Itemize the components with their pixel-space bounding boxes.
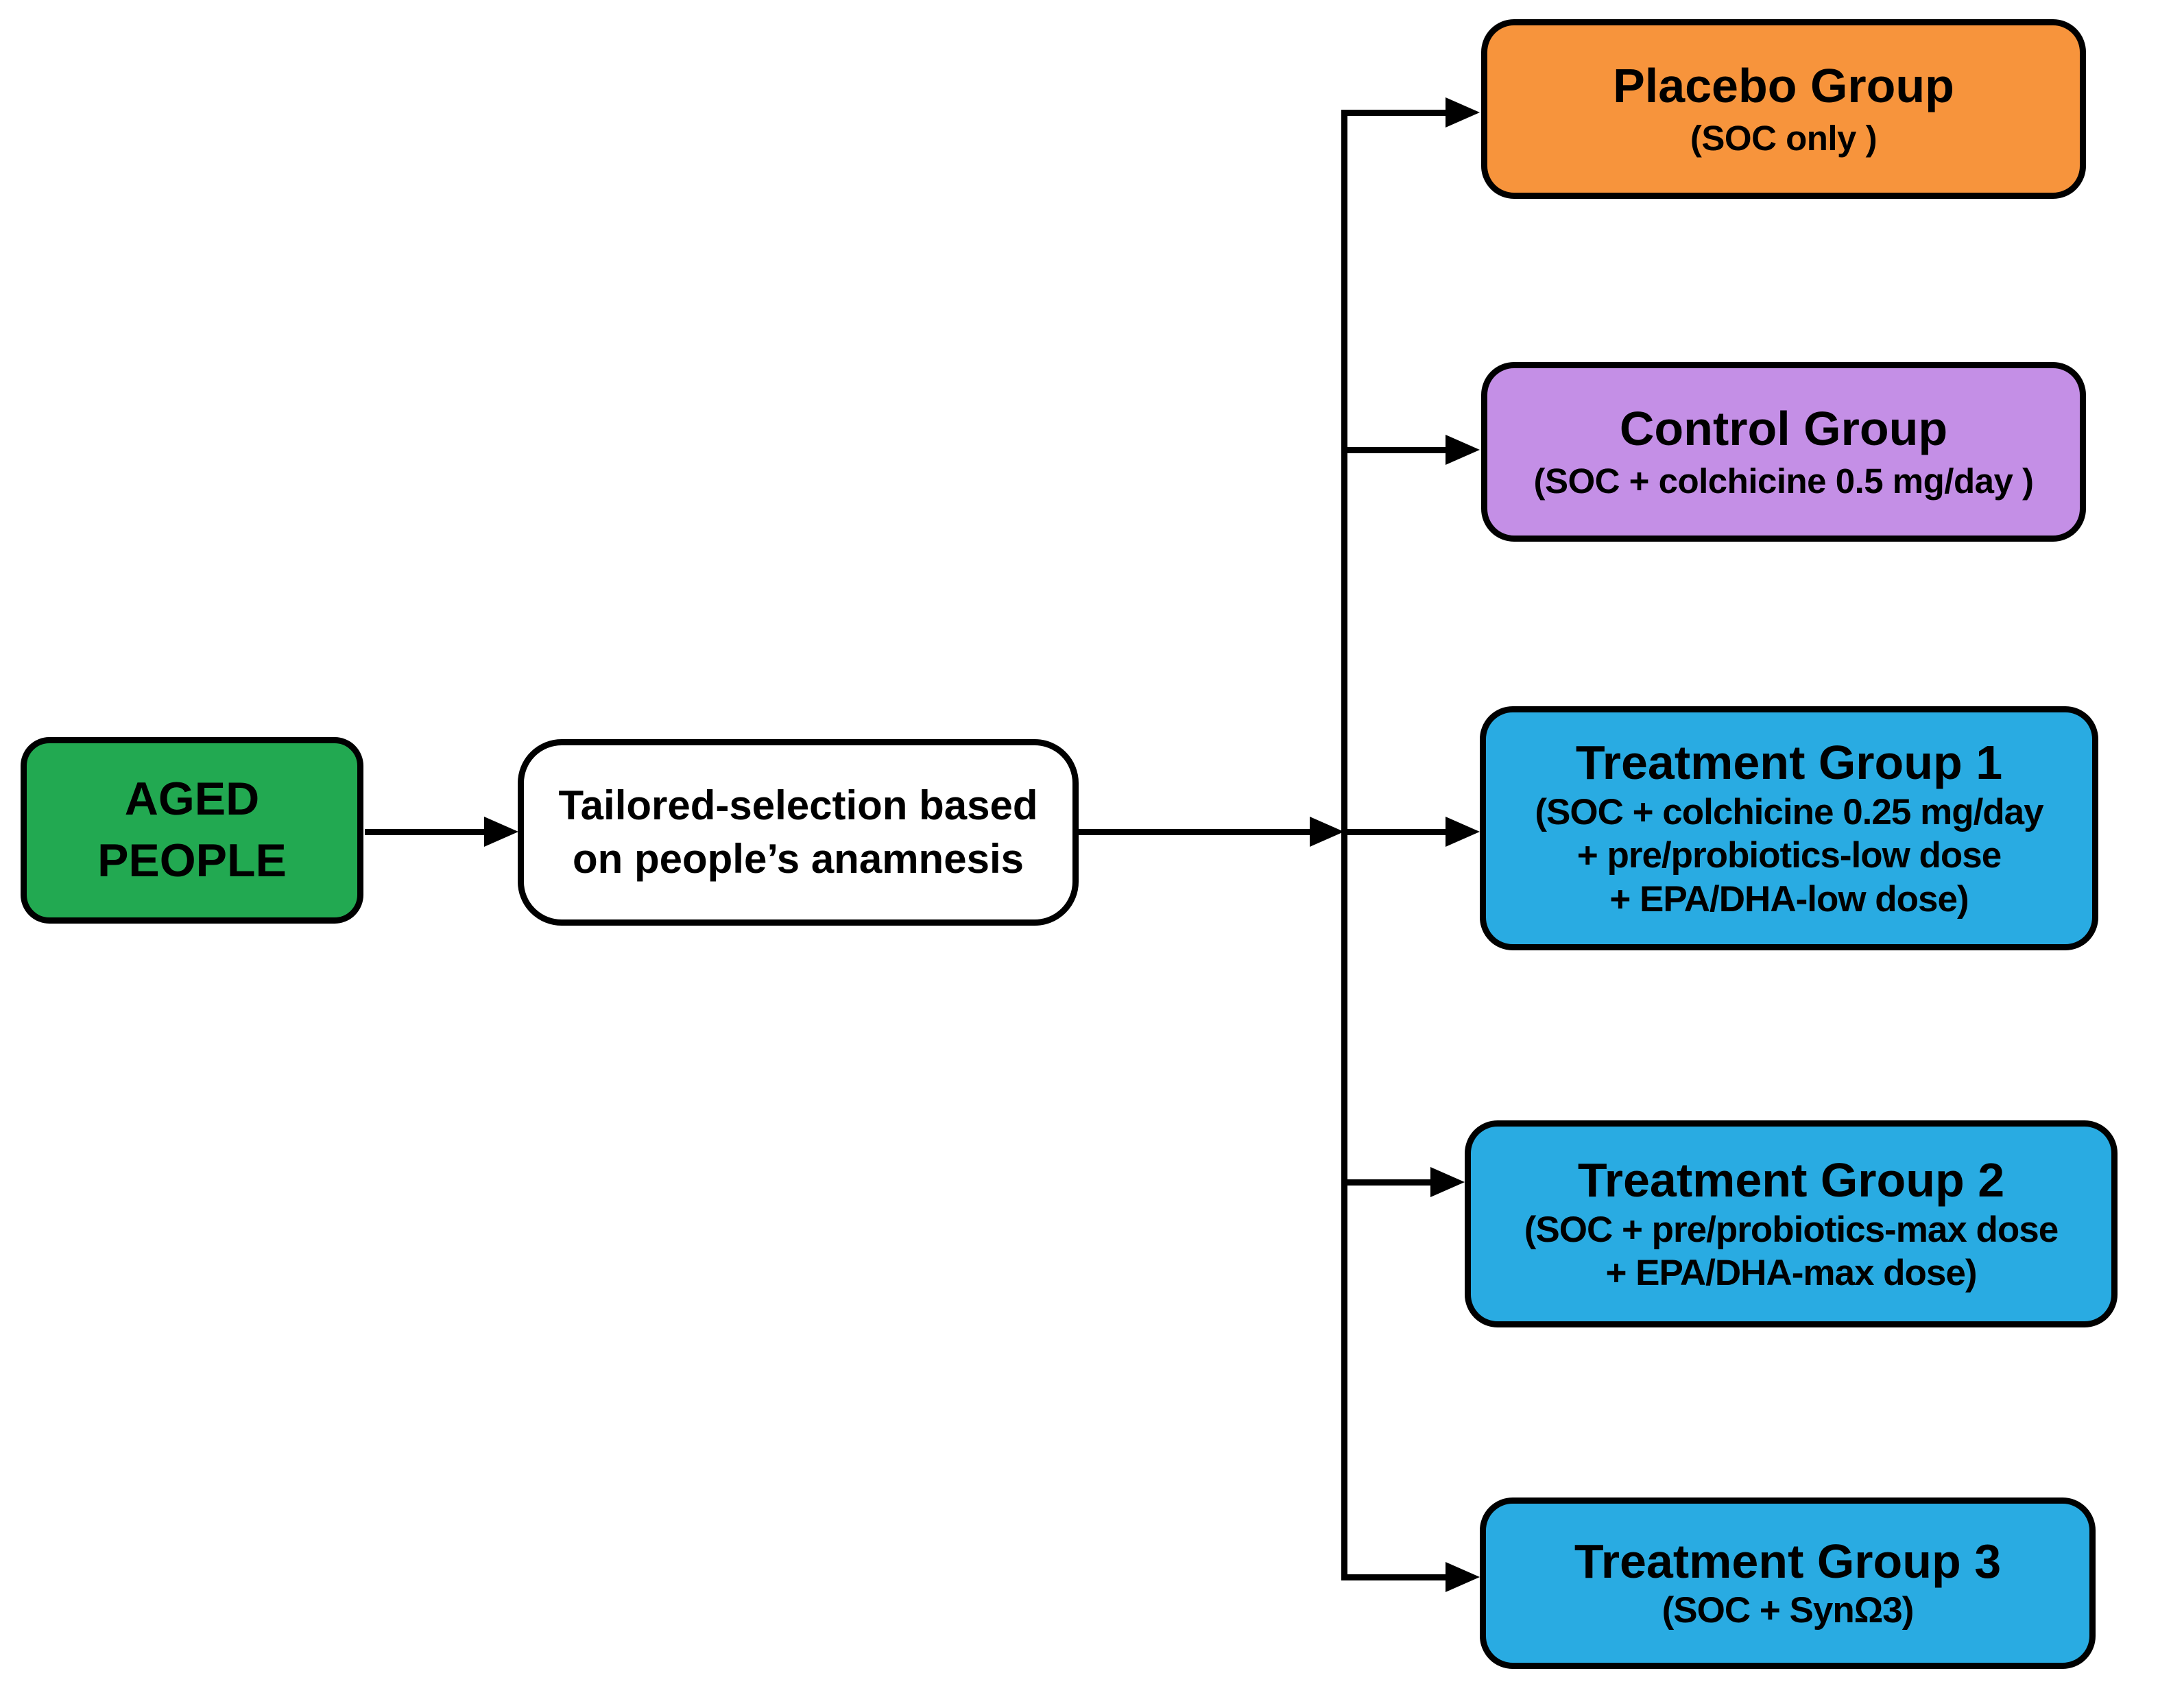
branch-to-treatment-1-arrowhead-icon (1446, 817, 1480, 847)
branch-to-treatment-2-arrowhead-icon (1430, 1167, 1465, 1197)
node-control-group-subtitle: (SOC + colchicine 0.5 mg/day ) (1533, 461, 2034, 501)
branch-to-treatment-1-line (1341, 829, 1448, 835)
node-treatment-group-1-line: + EPA/DHA-low dose) (1609, 879, 1969, 920)
node-treatment-group-3-title: Treatment Group 3 (1574, 1534, 2002, 1588)
node-tailored-selection-line: Tailored-selection based (558, 782, 1038, 828)
branch-to-placebo-arrowhead-icon (1446, 97, 1480, 128)
node-aged-people: AGED PEOPLE (21, 737, 363, 924)
arrow-selection-to-branch-line (1078, 829, 1311, 835)
node-placebo-group: Placebo Group (SOC only ) (1481, 19, 2086, 199)
branch-to-treatment-2-line (1341, 1179, 1435, 1186)
branch-to-treatment-3-arrowhead-icon (1446, 1562, 1480, 1592)
node-placebo-group-title: Placebo Group (1613, 58, 1954, 112)
branch-to-treatment-3-line (1341, 1574, 1448, 1580)
arrow-aged-to-selection-arrowhead-icon (484, 817, 518, 847)
node-control-group: Control Group (SOC + colchicine 0.5 mg/d… (1481, 362, 2086, 542)
node-placebo-group-subtitle: (SOC only ) (1690, 119, 1878, 158)
node-aged-people-line: AGED (124, 773, 260, 826)
node-treatment-group-2-title: Treatment Group 2 (1577, 1153, 2005, 1207)
branch-to-control-line (1341, 447, 1448, 453)
node-treatment-group-1-line: (SOC + colchicine 0.25 mg/day (1535, 791, 2043, 832)
node-control-group-title: Control Group (1619, 401, 1948, 455)
node-treatment-group-1-title: Treatment Group 1 (1575, 736, 2003, 790)
arrow-aged-to-selection-line (365, 829, 488, 835)
node-treatment-group-2: Treatment Group 2 (SOC + pre/probiotics-… (1465, 1120, 2118, 1327)
node-treatment-group-1: Treatment Group 1 (SOC + colchicine 0.25… (1480, 706, 2098, 950)
node-treatment-group-1-line: + pre/probiotics-low dose (1576, 835, 2002, 876)
node-treatment-group-3: Treatment Group 3 (SOC + SynΩ3) (1480, 1497, 2096, 1669)
node-treatment-group-3-line: (SOC + SynΩ3) (1662, 1590, 1915, 1631)
node-tailored-selection-line: on people’s anamnesis (573, 836, 1024, 882)
node-aged-people-line: PEOPLE (97, 834, 287, 887)
branch-to-placebo-line (1341, 110, 1448, 116)
arrow-selection-to-branch-arrowhead-icon (1310, 817, 1344, 847)
node-tailored-selection: Tailored-selection based on people’s ana… (518, 739, 1079, 926)
node-treatment-group-2-line: + EPA/DHA-max dose) (1605, 1253, 1977, 1294)
branch-to-control-arrowhead-icon (1446, 435, 1480, 465)
branch-trunk-line (1341, 110, 1347, 1580)
node-treatment-group-2-line: (SOC + pre/probiotics-max dose (1524, 1209, 2059, 1250)
